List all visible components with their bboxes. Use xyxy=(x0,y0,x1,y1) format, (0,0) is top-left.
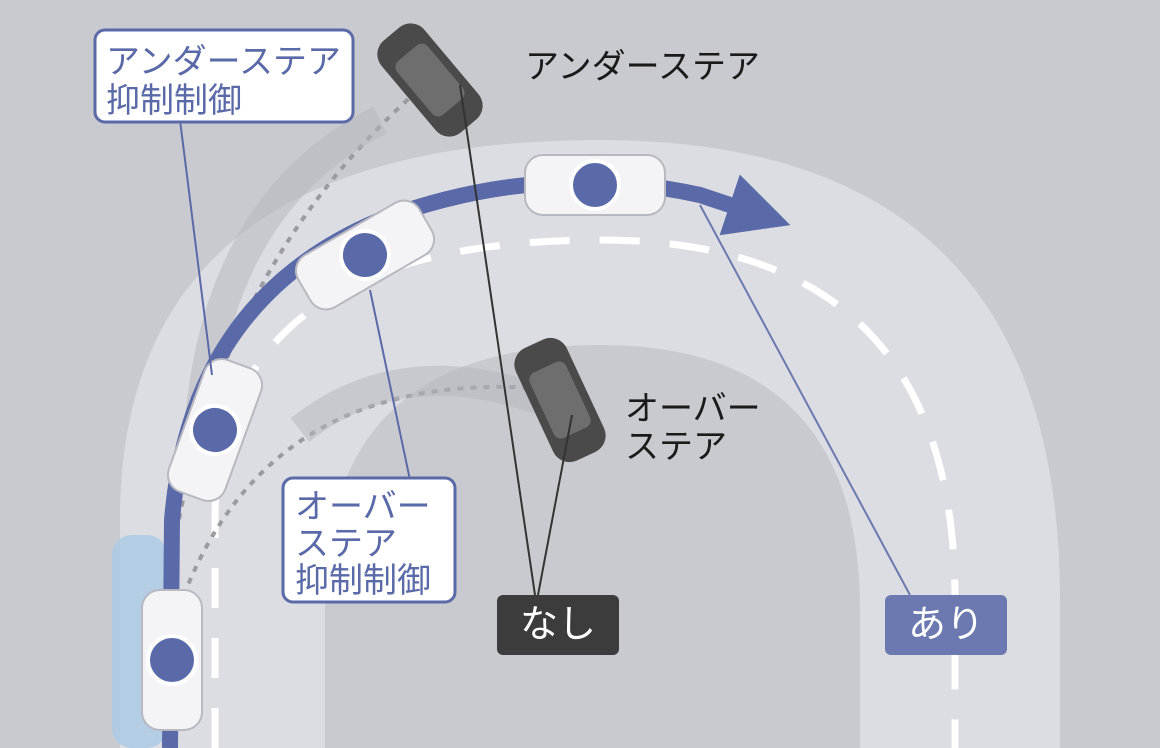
understeer-control-label-line1: アンダーステア xyxy=(106,42,341,82)
oversteer-control-label-line1: オーバー xyxy=(295,487,431,527)
without-badge xyxy=(497,595,619,655)
understeer-car xyxy=(377,23,483,137)
understeer-control-box xyxy=(93,28,355,124)
with-badge-label: あり xyxy=(908,602,984,646)
controlled-car-3 xyxy=(294,199,436,311)
controlled-car-2 xyxy=(166,358,264,502)
leader-without-2 xyxy=(537,414,573,596)
leader-without-1 xyxy=(459,84,536,596)
without-badge-label: なし xyxy=(520,602,596,646)
controlled-car-start xyxy=(141,589,203,731)
understeer-label: アンダーステア xyxy=(525,47,760,87)
oversteer-car xyxy=(514,337,606,463)
controlled-car-4 xyxy=(524,154,666,216)
leader-with xyxy=(699,204,911,596)
oversteer-control-label-line2: ステア xyxy=(295,524,397,564)
oversteer-label-line1: オーバー xyxy=(625,389,761,429)
leader-understeer-control xyxy=(179,119,213,376)
with-badge xyxy=(885,595,1007,655)
oversteer-control-box xyxy=(281,476,457,604)
leader-oversteer-control xyxy=(369,289,411,481)
understeer-control-label-line2: 抑制制御 xyxy=(106,81,242,121)
oversteer-label-line2: ステア xyxy=(625,427,727,467)
oversteer-control-label-line3: 抑制制御 xyxy=(295,561,431,601)
